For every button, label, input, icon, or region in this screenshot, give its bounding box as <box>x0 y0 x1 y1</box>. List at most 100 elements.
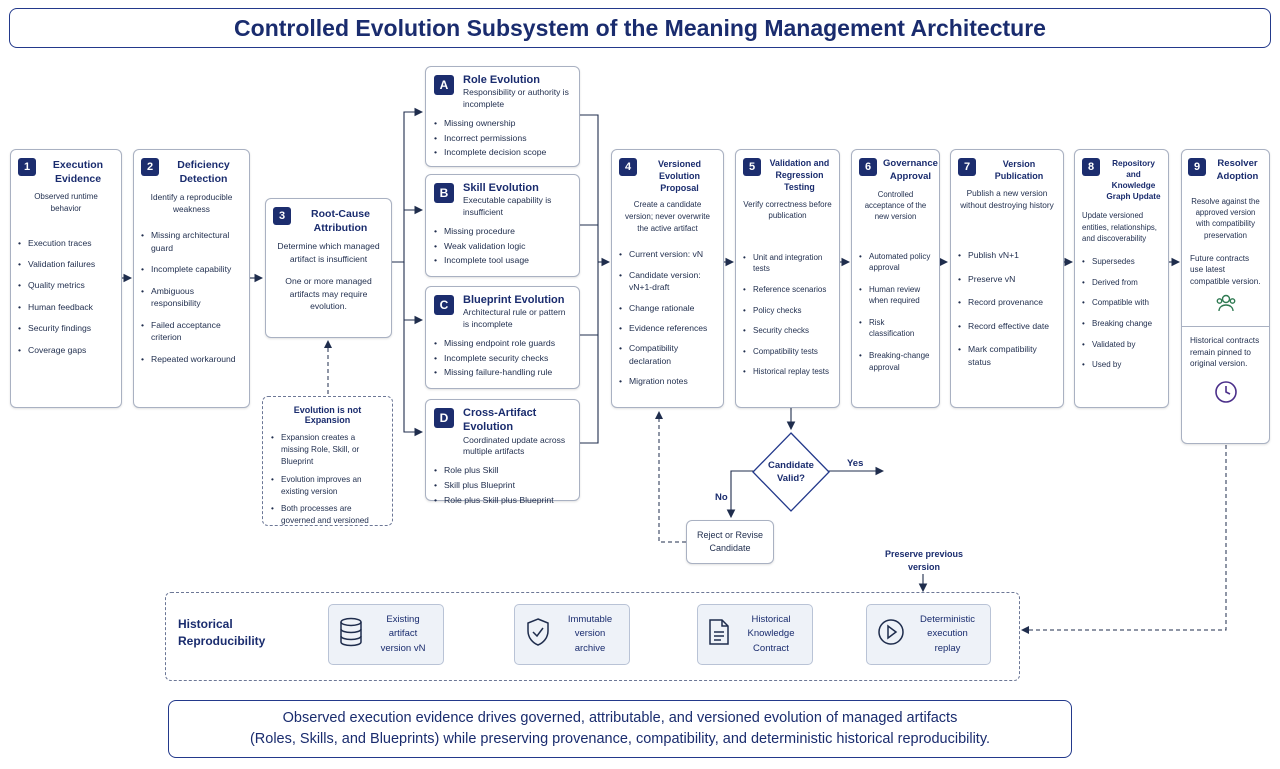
step-description: Resolve against the approved version wit… <box>1191 196 1260 240</box>
decision-label: Candidate Valid? <box>768 460 814 484</box>
list-item: Validation failures <box>18 258 114 271</box>
step-number-badge: 5 <box>743 158 761 176</box>
list-item: Execution traces <box>18 237 114 250</box>
step-resolver-adoption: 9 Resolver Adoption Resolve against the … <box>1181 149 1270 444</box>
step-number-badge: 2 <box>141 158 159 176</box>
database-icon <box>339 617 363 652</box>
preserve-previous-version-label: Preserve previous version <box>884 549 964 573</box>
evolution-description: Coordinated update across multiple artif… <box>463 434 566 457</box>
step-bullet-list: Automated policy approval Human review w… <box>859 251 932 374</box>
list-item: Validated by <box>1082 339 1161 351</box>
step-number-badge: 3 <box>273 207 291 225</box>
blueprint-evolution-card: C Blueprint Evolution Architectural rule… <box>425 286 580 389</box>
list-item: Role plus Skill plus Blueprint <box>434 494 571 507</box>
list-item: Weak validation logic <box>434 240 571 253</box>
reject-or-revise-box: Reject or Revise Candidate <box>686 520 774 564</box>
evolution-letter-badge: D <box>434 408 454 428</box>
shield-check-icon <box>525 617 551 652</box>
skill-evolution-card: B Skill Evolution Executable capability … <box>425 174 580 277</box>
box-label: Immutable version archive <box>567 614 613 654</box>
list-item: Failed acceptance criterion <box>141 319 242 344</box>
clock-icon <box>1188 380 1263 409</box>
summary-line-2: (Roles, Skills, and Blueprints) while pr… <box>249 731 991 747</box>
historical-knowledge-contract-box: Historical Knowledge Contract <box>697 604 813 665</box>
page-title: Controlled Evolution Subsystem of the Me… <box>9 8 1271 48</box>
list-item: Incomplete tool usage <box>434 254 571 267</box>
list-item: Security findings <box>18 322 114 335</box>
list-item: Record effective date <box>958 320 1056 333</box>
list-item: Risk classification <box>859 317 932 340</box>
step-description: Update versioned entities, relationships… <box>1082 211 1157 243</box>
cross-artifact-evolution-card: D Cross-Artifact Evolution Coordinated u… <box>425 399 580 506</box>
step-description: Verify correctness before publication <box>743 199 832 221</box>
list-item: Unit and integration tests <box>743 252 832 275</box>
evolution-letter-badge: C <box>434 295 454 315</box>
historical-reproducibility-label: Historical Reproducibility <box>178 617 266 648</box>
step-title: Versioned Evolution Proposal <box>657 159 702 194</box>
note-bullet-list: Expansion creates a missing Role, Skill,… <box>271 432 384 527</box>
box-label: Deterministic execution replay <box>920 614 975 654</box>
list-item: Human review when required <box>859 284 932 307</box>
step-execution-evidence: 1 Execution Evidence Observed runtime be… <box>10 149 122 408</box>
list-item: Missing procedure <box>434 225 571 238</box>
step-title: Governance Approval <box>883 158 938 182</box>
deterministic-replay-box: Deterministic execution replay <box>866 604 991 665</box>
list-item: Incorrect permissions <box>434 132 571 145</box>
step-bullet-list: Supersedes Derived from Compatible with … <box>1082 256 1161 371</box>
list-item: Missing failure-handling rule <box>434 366 571 379</box>
step-number-badge: 9 <box>1188 158 1206 176</box>
step-number-badge: 4 <box>619 158 637 176</box>
step-repository-knowledge-graph-update: 8 Repository and Knowledge Graph Update … <box>1074 149 1169 408</box>
list-item: Change rationale <box>619 302 716 315</box>
step-note: One or more managed artifacts may requir… <box>285 276 372 312</box>
step-description: Create a candidate version; never overwr… <box>625 200 710 233</box>
list-item: Migration notes <box>619 375 716 388</box>
future-contracts-note: Future contracts use latest compatible v… <box>1190 253 1261 286</box>
list-item: Compatible with <box>1082 297 1161 309</box>
play-icon <box>877 618 905 651</box>
evolution-letter-badge: B <box>434 183 454 203</box>
step-bullet-list: Missing architectural guard Incomplete c… <box>141 229 242 365</box>
step-title: Validation and Regression Testing <box>769 158 830 192</box>
list-item: Ambiguous responsibility <box>141 285 242 310</box>
list-item: Compatibility tests <box>743 346 832 358</box>
box-label: Existing artifact version vN <box>380 614 426 654</box>
evolution-description: Architectural rule or pattern is incompl… <box>463 307 566 330</box>
list-item: Historical replay tests <box>743 366 832 378</box>
list-item: Incomplete security checks <box>434 352 571 365</box>
list-item: Role plus Skill <box>434 464 571 477</box>
list-item: Evidence references <box>619 322 716 335</box>
list-item: Breaking-change approval <box>859 350 932 373</box>
list-item: Derived from <box>1082 277 1161 289</box>
historical-contracts-note: Historical contracts remain pinned to or… <box>1190 336 1260 369</box>
list-item: Missing endpoint role guards <box>434 337 571 350</box>
step-title: Repository and Knowledge Graph Update <box>1106 159 1161 202</box>
immutable-archive-box: Immutable version archive <box>514 604 630 665</box>
box-label: Historical Knowledge Contract <box>747 614 795 654</box>
list-item: Repeated workaround <box>141 353 242 366</box>
list-item: Skill plus Blueprint <box>434 479 571 492</box>
step-number-badge: 6 <box>859 158 877 176</box>
step-description: Identify a reproducible weakness <box>150 192 233 215</box>
evolution-not-expansion-note: Evolution is not Expansion Expansion cre… <box>262 396 393 526</box>
list-item: Compatibility declaration <box>619 342 716 367</box>
step-governance-approval: 6 Governance Approval Controlled accepta… <box>851 149 940 408</box>
list-item: Both processes are governed and versione… <box>271 503 384 527</box>
list-item: Evolution improves an existing version <box>271 474 384 498</box>
list-item: Incomplete decision scope <box>434 146 571 159</box>
evolution-bullet-list: Missing procedure Weak validation logic … <box>434 225 571 267</box>
step-title: Root-Cause Attribution <box>311 208 370 235</box>
list-item: Missing ownership <box>434 117 571 130</box>
step-number-badge: 7 <box>958 158 976 176</box>
evolution-description: Executable capability is insufficient <box>463 195 552 218</box>
step-root-cause-attribution: 3 Root-Cause Attribution Determine which… <box>265 198 392 338</box>
role-evolution-card: A Role Evolution Responsibility or autho… <box>425 66 580 167</box>
evolution-title: Cross-Artifact Evolution <box>463 407 537 434</box>
step-number-badge: 8 <box>1082 158 1100 176</box>
step-bullet-list: Unit and integration tests Reference sce… <box>743 252 832 378</box>
list-item: Current version: vN <box>619 248 716 261</box>
note-title: Evolution is not Expansion <box>293 405 362 425</box>
document-icon <box>708 618 730 651</box>
step-number-badge: 1 <box>18 158 36 176</box>
list-item: Breaking change <box>1082 318 1161 330</box>
